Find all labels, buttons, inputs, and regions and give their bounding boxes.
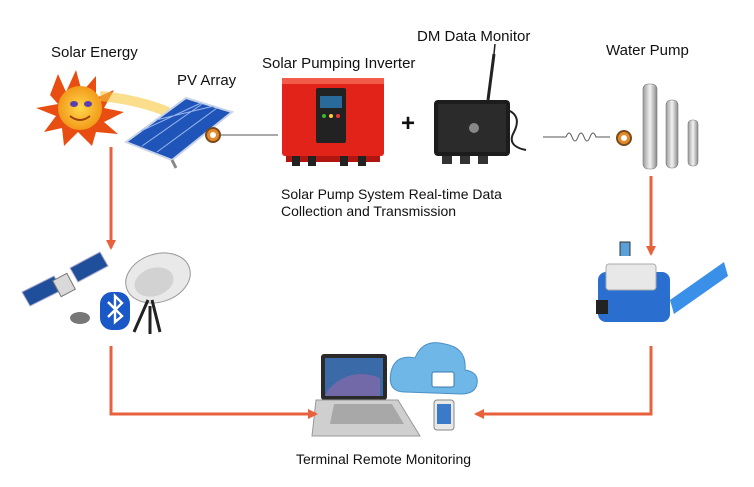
arrow-meter-to-terminal — [474, 346, 653, 419]
label-inverter: Solar Pumping Inverter — [262, 55, 416, 72]
phone-icon — [433, 399, 455, 431]
bluetooth-icon — [100, 292, 130, 330]
cloud-icon — [389, 342, 478, 395]
dish-icon — [125, 252, 191, 334]
label-solar-energy: Solar Energy — [51, 44, 138, 61]
caption-line-1: Solar Pump System Real-time Data — [281, 186, 502, 202]
label-terminal: Terminal Remote Monitoring — [296, 451, 472, 467]
laptop-icon — [311, 354, 421, 437]
pv-panel-icon — [123, 96, 235, 169]
caption-line-2: Collection and Transmission — [281, 203, 457, 219]
water-meter-icon — [596, 241, 728, 322]
inverter-icon — [282, 78, 384, 166]
antenna-icon — [486, 43, 496, 101]
label-data-monitor: DM Data Monitor — [417, 28, 531, 45]
cable-coil — [565, 132, 610, 142]
sun-icon — [36, 70, 170, 146]
water-pump-icon — [616, 83, 699, 170]
satellite-icon — [21, 251, 109, 324]
system-caption: Solar Pump System Real-time Data Collect… — [281, 186, 502, 220]
label-water-pump: Water Pump — [606, 42, 689, 59]
plus-sign: + — [401, 110, 416, 137]
arrow-satellite-to-terminal — [109, 346, 318, 419]
label-pv-array: PV Array — [177, 72, 237, 89]
data-monitor-icon — [434, 100, 527, 164]
